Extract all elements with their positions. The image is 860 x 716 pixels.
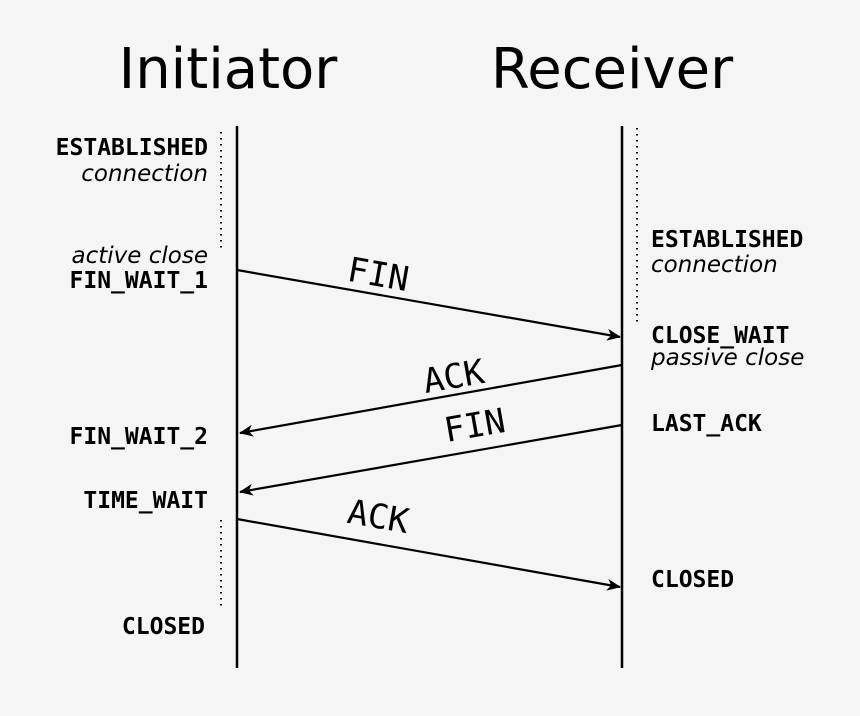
receiver-closed-label: CLOSED — [651, 567, 734, 593]
time-wait-label: TIME_WAIT — [83, 488, 208, 514]
active-close-note: active close — [72, 243, 208, 269]
fin-arrow-2 — [239, 423, 623, 496]
ack-message-label-1: ACK — [420, 352, 488, 402]
receiver-connection-note: connection — [651, 252, 778, 278]
initiator-closed-label: CLOSED — [122, 614, 205, 640]
last-ack-label: LAST_ACK — [651, 411, 762, 437]
passive-close-note: passive close — [650, 345, 804, 371]
initiator-established-label: ESTABLISHED — [56, 135, 208, 161]
fin-arrow-1 — [236, 268, 621, 341]
initiator-title: Initiator — [119, 37, 339, 102]
initiator-connection-note: connection — [81, 161, 208, 187]
fin-wait-2-label: FIN_WAIT_2 — [70, 424, 208, 450]
fin-wait-1-label: FIN_WAIT_1 — [70, 268, 208, 294]
receiver-title: Receiver — [491, 37, 734, 102]
ack-message-label-2: ACK — [344, 492, 412, 542]
fin-message-label-2: FIN — [441, 401, 508, 451]
close-wait-label: CLOSE_WAIT — [651, 323, 789, 349]
fin-message-label-1: FIN — [344, 250, 411, 300]
receiver-established-label: ESTABLISHED — [651, 227, 803, 253]
ack-arrow-1 — [239, 363, 623, 437]
ack-arrow-2 — [236, 517, 621, 591]
